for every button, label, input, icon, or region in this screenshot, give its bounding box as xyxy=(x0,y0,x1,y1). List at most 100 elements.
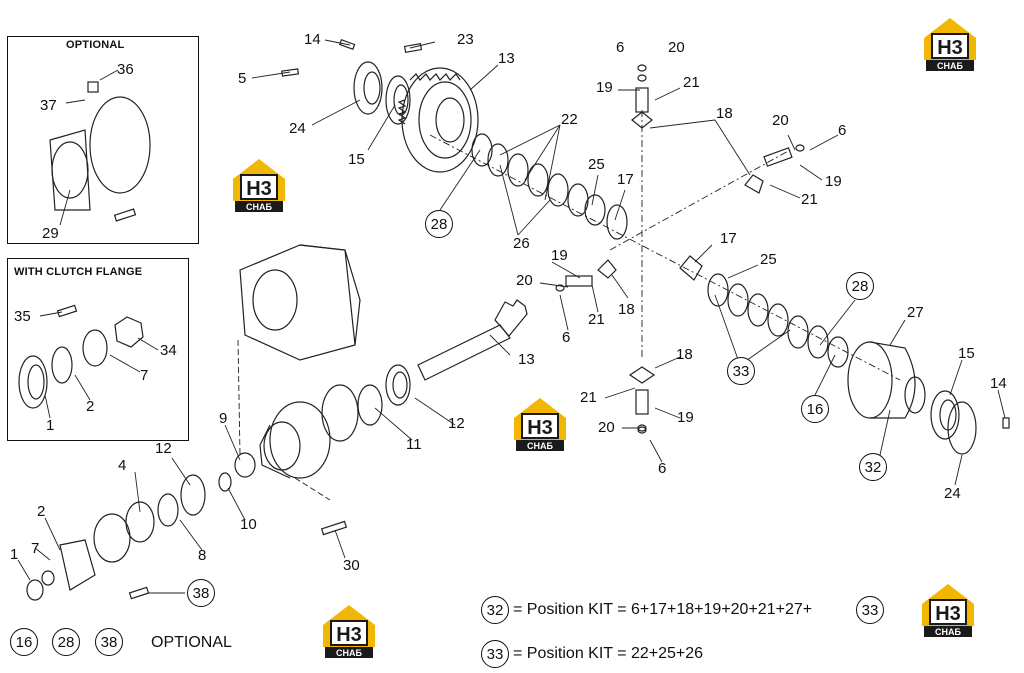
kit-33-equation: = Position KIT = 22+25+26 xyxy=(513,645,704,662)
part-label: 14 xyxy=(304,31,321,48)
clutch-flange-box-title: WITH CLUTCH FLANGE xyxy=(14,266,143,278)
part-label: 12 xyxy=(448,415,465,432)
part-label: 15 xyxy=(958,345,975,362)
svg-text:СНАБ: СНАБ xyxy=(937,61,963,71)
part-label: 6 xyxy=(616,39,625,56)
part-label: 23 xyxy=(457,31,474,48)
kit-32-equation: = Position KIT = 6+17+18+19+20+21+27+ xyxy=(513,601,813,618)
part-label: 7 xyxy=(31,540,40,557)
circled-part-label: 32 xyxy=(859,453,887,481)
part-label: 24 xyxy=(289,120,306,137)
shim-stack-right xyxy=(707,273,849,368)
part-label: 4 xyxy=(118,457,127,474)
svg-text:H3: H3 xyxy=(527,417,553,439)
optional-badge-16: 16 xyxy=(10,628,38,656)
part-label: 6 xyxy=(658,460,667,477)
part-label: 10 xyxy=(240,516,257,533)
part-label: 21 xyxy=(580,389,597,406)
svg-text:H3: H3 xyxy=(937,37,963,59)
pinion-carrier xyxy=(259,401,331,479)
ring-gear-drawing xyxy=(397,67,479,173)
part-label: 13 xyxy=(518,351,535,368)
kit-32-badge: 32 xyxy=(481,596,509,624)
bolts xyxy=(281,39,1010,432)
clutch-flange-art xyxy=(18,304,144,409)
optional-legend-text: OPTIONAL xyxy=(151,634,232,651)
circled-part-label: 28 xyxy=(846,272,874,300)
shim-stack-top xyxy=(471,133,628,240)
axle-housing xyxy=(239,244,361,361)
part-label: 21 xyxy=(801,191,818,208)
part-label: 34 xyxy=(160,342,177,359)
pinion-shaft xyxy=(321,299,528,442)
svg-text:H3: H3 xyxy=(336,624,362,646)
part-label: 1 xyxy=(10,546,19,563)
part-label: 9 xyxy=(219,410,228,427)
part-label: 30 xyxy=(343,557,360,574)
svg-text:H3: H3 xyxy=(935,603,961,625)
part-label: 21 xyxy=(683,74,700,91)
part-label: 1 xyxy=(46,417,55,434)
part-label: 14 xyxy=(990,375,1007,392)
svg-text:H3: H3 xyxy=(246,178,272,200)
kit-33-badge-inline: 33 xyxy=(856,596,884,624)
part-label: 37 xyxy=(40,97,57,114)
part-label: 20 xyxy=(668,39,685,56)
svg-text:СНАБ: СНАБ xyxy=(935,627,961,637)
bearing-drawing-top xyxy=(353,61,411,125)
part-label: 22 xyxy=(561,111,578,128)
part-label: 13 xyxy=(498,50,515,67)
optional-badge-38: 38 xyxy=(95,628,123,656)
part-label: 21 xyxy=(588,311,605,328)
part-label: 11 xyxy=(406,436,422,453)
drive-flange-parts xyxy=(26,452,348,601)
part-label: 20 xyxy=(772,112,789,129)
clutch-flange-box xyxy=(7,258,189,441)
part-label: 5 xyxy=(238,70,247,87)
optional-box xyxy=(7,36,199,244)
part-label: 6 xyxy=(838,122,847,139)
part-label: 26 xyxy=(513,235,530,252)
part-label: 19 xyxy=(551,247,568,264)
part-label: 20 xyxy=(598,419,615,436)
part-label: 29 xyxy=(42,225,59,242)
part-label: 15 xyxy=(348,151,365,168)
svg-text:СНАБ: СНАБ xyxy=(527,441,553,451)
differential-case xyxy=(847,341,977,455)
svg-text:СНАБ: СНАБ xyxy=(336,648,362,658)
part-label: 18 xyxy=(716,105,733,122)
circled-part-label: 28 xyxy=(425,210,453,238)
part-label: 17 xyxy=(720,230,737,247)
part-label: 17 xyxy=(617,171,634,188)
part-label: 36 xyxy=(117,61,134,78)
circled-part-label: 38 xyxy=(187,579,215,607)
part-label: 19 xyxy=(677,409,694,426)
part-label: 2 xyxy=(86,398,95,415)
kit-33-badge: 33 xyxy=(481,640,509,668)
part-label: 18 xyxy=(676,346,693,363)
part-label: 27 xyxy=(907,304,924,321)
optional-housing-art xyxy=(49,81,151,222)
part-label: 6 xyxy=(562,329,571,346)
leader-lines xyxy=(17,39,1006,594)
part-label: 35 xyxy=(14,308,31,325)
part-label: 25 xyxy=(588,156,605,173)
optional-box-title: OPTIONAL xyxy=(66,39,125,51)
part-label: 20 xyxy=(516,272,533,289)
part-label: 25 xyxy=(760,251,777,268)
part-label: 7 xyxy=(140,367,149,384)
part-label: 19 xyxy=(596,79,613,96)
part-label: 19 xyxy=(825,173,842,190)
part-label: 8 xyxy=(198,547,207,564)
svg-text:СНАБ: СНАБ xyxy=(246,202,272,212)
circled-part-label: 16 xyxy=(801,395,829,423)
part-label: 2 xyxy=(37,503,46,520)
part-label: 24 xyxy=(944,485,961,502)
